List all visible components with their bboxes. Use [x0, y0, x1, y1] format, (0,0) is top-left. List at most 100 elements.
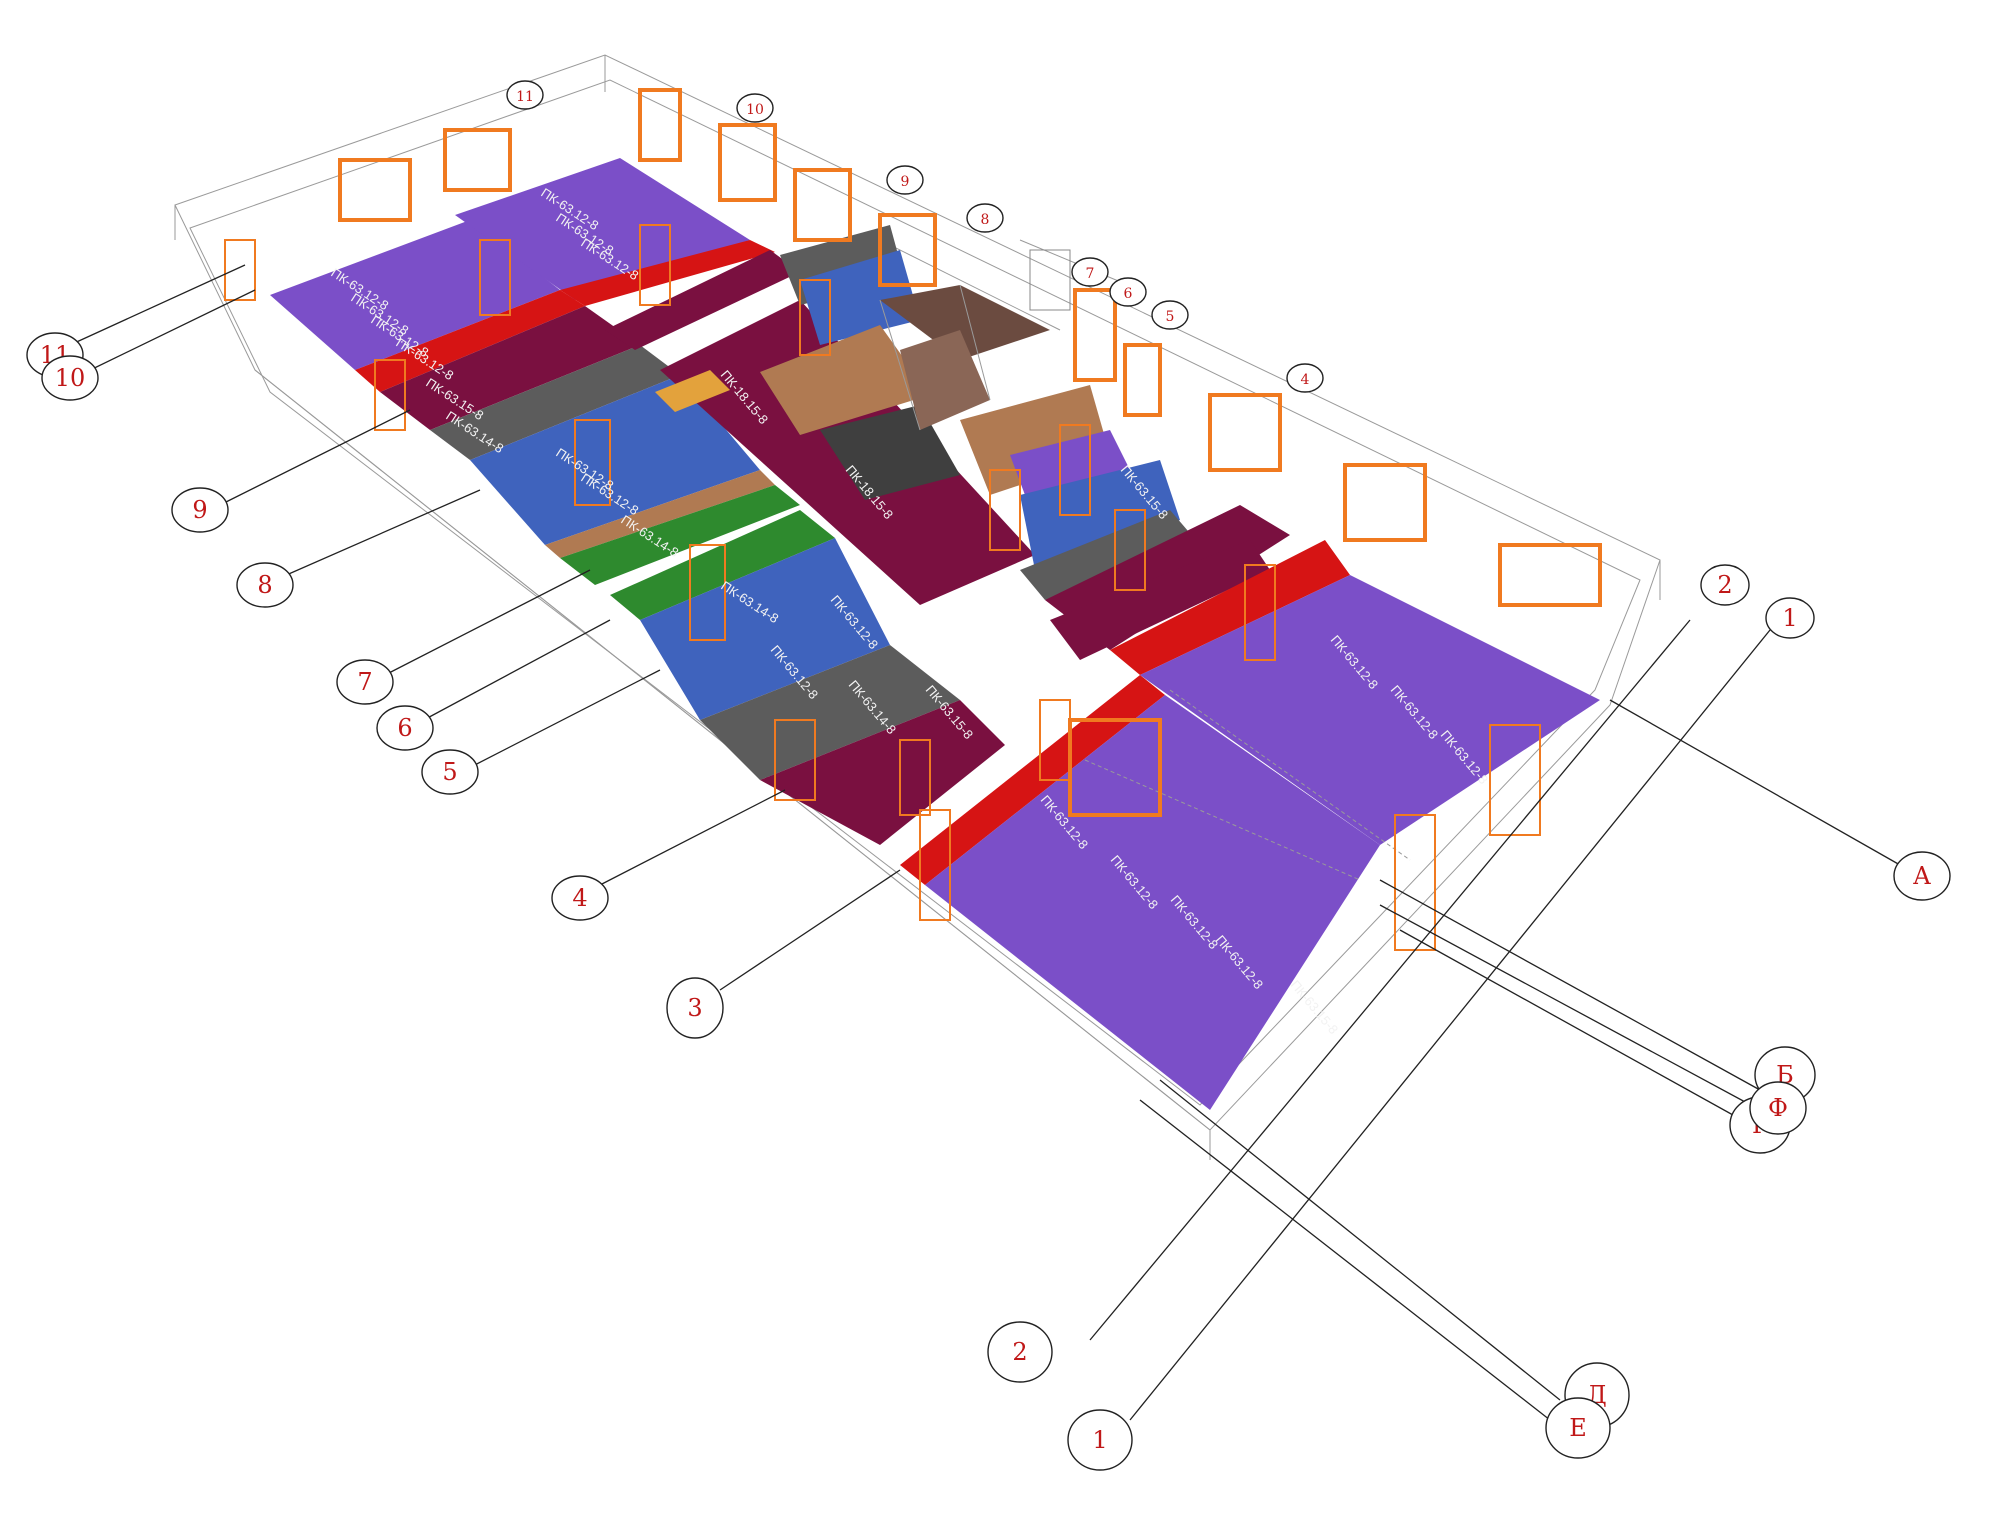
svg-text:7: 7 [1086, 266, 1095, 282]
slab-red-back-mid [560, 240, 775, 306]
slab-brown-stair [760, 325, 930, 435]
window-icon [1123, 343, 1162, 417]
axis-bubble-right-A: А [1893, 851, 1951, 901]
axis-bubble-left-10: 10 [41, 355, 99, 401]
window-icon [718, 123, 777, 202]
window-icon [1343, 463, 1427, 542]
door-icon [374, 359, 406, 431]
svg-text:5: 5 [1166, 309, 1175, 325]
axis-bubble-left-3: 3 [666, 977, 724, 1039]
svg-text:1: 1 [1782, 604, 1797, 632]
slab-purple-right [1140, 575, 1600, 845]
slab-blue-mid [640, 538, 890, 720]
slab-red-front [900, 675, 1165, 885]
slab-maroon-mid [760, 700, 1005, 845]
slab-grey-right-core [1020, 510, 1200, 600]
door-icon [899, 739, 931, 816]
window-icon [878, 213, 937, 287]
door-icon [774, 719, 816, 801]
door-icon [1489, 724, 1541, 836]
axis-bubble-back-9: 9 [886, 165, 924, 195]
axis-bubble-back-5: 5 [1151, 300, 1189, 330]
axis-bubble-left-4: 4 [551, 875, 609, 921]
slab-purple-right-core [1010, 430, 1130, 495]
window-icon [338, 158, 412, 222]
window-icon [793, 168, 852, 242]
axis-bubbles: 11 10 9 8 7 6 5 4 3 2 1 Д Е Б Г Ф 2 А 1 … [26, 80, 1951, 1471]
axis-bubble-left-6: 6 [376, 705, 434, 751]
window-icon [638, 88, 682, 162]
slab-grey-left [430, 345, 680, 460]
axis-bubble-bottom-1: 1 [1067, 1409, 1133, 1471]
axis-bubble-right-F: Ф [1749, 1081, 1807, 1135]
axis-bubble-right-1: 1 [1765, 597, 1815, 639]
axis-bubble-bottom-right-E: Е [1545, 1397, 1611, 1459]
axis-bubble-left-5: 5 [421, 749, 479, 795]
window-icon [1498, 543, 1602, 607]
slab-green-mid [610, 510, 835, 620]
door-icon [799, 279, 831, 356]
svg-text:4: 4 [572, 884, 587, 912]
door-icon [1394, 814, 1436, 951]
door-icon [574, 419, 611, 506]
svg-text:Е: Е [1569, 1414, 1587, 1442]
openings [224, 88, 1602, 951]
axis-bubble-back-10: 10 [736, 93, 774, 123]
axis-bubble-left-9: 9 [171, 487, 229, 533]
stair-core [879, 249, 1071, 431]
axis-leaders [69, 264, 1901, 1421]
door-icon [1244, 564, 1276, 661]
door-icon [1039, 699, 1071, 781]
slab-red-back-left [355, 290, 585, 392]
window-icon [1073, 288, 1117, 382]
slab-green-left [560, 485, 800, 585]
svg-text:А: А [1913, 862, 1931, 890]
axis-bubble-back-4: 4 [1286, 363, 1324, 393]
axis-bubble-back-11: 11 [506, 80, 544, 110]
slab-purple-back-left [270, 220, 560, 370]
svg-text:8: 8 [981, 212, 990, 228]
door-icon [479, 239, 511, 316]
svg-text:7: 7 [357, 668, 372, 696]
svg-text:11: 11 [516, 89, 534, 105]
slab-red-right [1110, 540, 1350, 675]
axis-bubble-back-7: 7 [1071, 257, 1109, 287]
svg-text:9: 9 [901, 174, 910, 190]
svg-text:3: 3 [687, 994, 702, 1022]
door-icon [989, 469, 1021, 551]
svg-text:Ф: Ф [1768, 1094, 1788, 1122]
door-icon [1059, 424, 1091, 516]
svg-text:5: 5 [442, 758, 457, 786]
svg-text:10: 10 [746, 102, 764, 118]
door-icon [224, 239, 256, 301]
axis-bubble-left-7: 7 [336, 659, 394, 705]
axis-bubble-back-8: 8 [966, 203, 1004, 233]
svg-text:9: 9 [192, 496, 207, 524]
slab-label: ПК-63.15-8 [1288, 977, 1341, 1037]
slab-blue-left [470, 375, 760, 545]
svg-text:8: 8 [257, 571, 272, 599]
window-icon [1208, 393, 1282, 472]
door-icon [639, 224, 671, 306]
slab-maroon-front [1050, 540, 1270, 660]
window-icon [443, 128, 512, 192]
door-icon [689, 544, 726, 641]
axis-bubble-back-6: 6 [1109, 277, 1147, 307]
svg-text:10: 10 [55, 364, 86, 392]
slab-maroon-core-1 [605, 250, 800, 350]
axis-bubble-right-2: 2 [1700, 564, 1750, 606]
axis-bubble-left-8: 8 [236, 562, 294, 608]
slab-grey-mid [700, 645, 960, 780]
svg-text:4: 4 [1301, 372, 1310, 388]
floor-slabs [270, 158, 1600, 1110]
slab-dark-core [820, 405, 960, 500]
door-icon [919, 809, 951, 921]
svg-text:6: 6 [397, 714, 412, 742]
axis-bubble-bottom-2: 2 [987, 1321, 1053, 1383]
svg-text:1: 1 [1092, 1426, 1107, 1454]
slab-tan-small [655, 370, 730, 412]
svg-text:6: 6 [1124, 286, 1133, 302]
slab-purple-front [925, 695, 1380, 1110]
